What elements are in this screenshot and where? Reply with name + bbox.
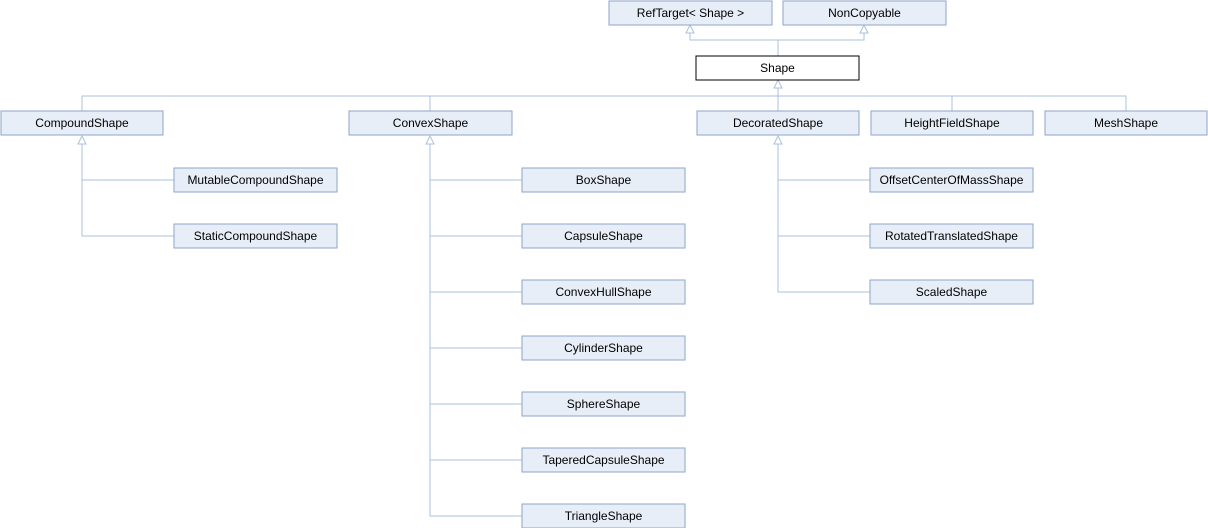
edge-children-shape <box>81 80 1127 111</box>
inheritance-edges <box>77 23 1127 517</box>
arrow-decorated-icon <box>773 134 783 145</box>
node-label: HeightFieldShape <box>904 116 1000 130</box>
arrow-shape-icon <box>773 78 783 89</box>
node-box-shape[interactable]: BoxShape <box>521 167 686 193</box>
arrow-convex-icon <box>425 134 435 145</box>
node-label: CylinderShape <box>564 341 643 355</box>
node-cylinder-shape[interactable]: CylinderShape <box>521 335 686 361</box>
node-label: Shape <box>760 61 795 75</box>
node-decorated-shape[interactable]: DecoratedShape <box>696 110 860 136</box>
edge-shape-noncopyable <box>778 27 865 41</box>
node-compound-shape[interactable]: CompoundShape <box>0 110 164 136</box>
node-mesh-shape[interactable]: MeshShape <box>1044 110 1208 136</box>
node-reftarget[interactable]: RefTarget< Shape > <box>608 0 773 26</box>
node-triangle-shape[interactable]: TriangleShape <box>521 503 686 528</box>
node-label: ScaledShape <box>916 285 988 299</box>
edge-decorated-children <box>777 136 870 293</box>
node-label: CompoundShape <box>35 116 129 130</box>
edge-convex-children <box>429 136 522 517</box>
node-capsule-shape[interactable]: CapsuleShape <box>521 223 686 249</box>
node-label: DecoratedShape <box>733 116 823 130</box>
node-label: TriangleShape <box>565 509 643 523</box>
node-label: StaticCompoundShape <box>194 229 318 243</box>
node-label: MeshShape <box>1094 116 1158 130</box>
node-label: MutableCompoundShape <box>187 173 323 187</box>
node-noncopyable[interactable]: NonCopyable <box>782 0 947 26</box>
node-label: ConvexShape <box>393 116 469 130</box>
node-label: RotatedTranslatedShape <box>885 229 1018 243</box>
node-heightfield-shape[interactable]: HeightFieldShape <box>870 110 1034 136</box>
node-convex-shape[interactable]: ConvexShape <box>348 110 513 136</box>
edge-shape-reftarget <box>689 27 779 56</box>
node-label: NonCopyable <box>828 6 901 20</box>
node-rotated-translated-shape[interactable]: RotatedTranslatedShape <box>869 223 1034 249</box>
node-static-compound-shape[interactable]: StaticCompoundShape <box>173 223 338 249</box>
edge-compound-children <box>81 136 174 237</box>
arrow-noncopyable-icon <box>859 23 869 34</box>
node-label: RefTarget< Shape > <box>637 6 744 20</box>
node-scaled-shape[interactable]: ScaledShape <box>869 279 1034 305</box>
node-shape[interactable]: Shape <box>695 55 860 81</box>
arrow-compound-icon <box>77 134 87 145</box>
node-label: TaperedCapsuleShape <box>542 453 664 467</box>
node-label: CapsuleShape <box>564 229 643 243</box>
node-label: ConvexHullShape <box>555 285 651 299</box>
node-sphere-shape[interactable]: SphereShape <box>521 391 686 417</box>
arrow-reftarget-icon <box>685 23 695 34</box>
node-label: BoxShape <box>576 173 632 187</box>
node-convex-hull-shape[interactable]: ConvexHullShape <box>521 279 686 305</box>
node-offset-center-of-mass-shape[interactable]: OffsetCenterOfMassShape <box>869 167 1034 193</box>
node-label: SphereShape <box>567 397 641 411</box>
node-tapered-capsule-shape[interactable]: TaperedCapsuleShape <box>521 447 686 473</box>
node-mutable-compound-shape[interactable]: MutableCompoundShape <box>173 167 338 193</box>
node-label: OffsetCenterOfMassShape <box>880 173 1024 187</box>
